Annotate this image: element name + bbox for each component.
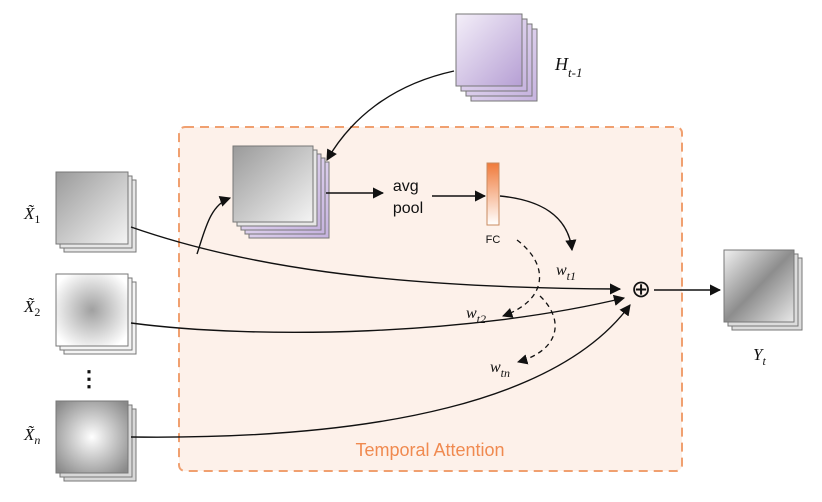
arrow-x2-to-sum (130, 294, 626, 334)
temporal-attention-label: Temporal Attention (355, 440, 504, 460)
weight-wtn-label: wtn (490, 359, 510, 380)
weight-wt1-label: wt1 (556, 262, 576, 283)
weight-wt2-label: wt2 (466, 305, 486, 326)
arrow-x1-to-sum (130, 226, 622, 295)
input-x2-stack (55, 273, 137, 355)
hidden-state-stack (455, 13, 538, 102)
input-xn-label: X̃n (23, 425, 40, 447)
input-x2-label: X̃2 (23, 297, 40, 319)
arrow-hidden-to-fused (326, 70, 455, 161)
dashed-arrow-wtn (517, 295, 556, 365)
ellipsis: ⋮ (78, 366, 100, 391)
output-yt-label: Yt (753, 345, 766, 368)
avg-pool-label: avg pool (393, 178, 423, 217)
sum-operator-icon: ⊕ (631, 276, 651, 303)
fc-label: FC (486, 234, 501, 246)
output-yt-stack (723, 249, 803, 331)
fused-feature-stack (232, 145, 330, 239)
input-x1-label: X̃1 (23, 204, 40, 226)
fc-layer (486, 162, 500, 226)
arrow-xn-to-sum (130, 304, 631, 438)
hidden-state-label: Ht-1 (554, 54, 582, 80)
dashed-arrow-wt2 (502, 239, 541, 318)
arrow-fc-to-wt1 (499, 195, 577, 252)
input-x1-stack (55, 171, 137, 253)
input-xn-stack (55, 400, 137, 482)
